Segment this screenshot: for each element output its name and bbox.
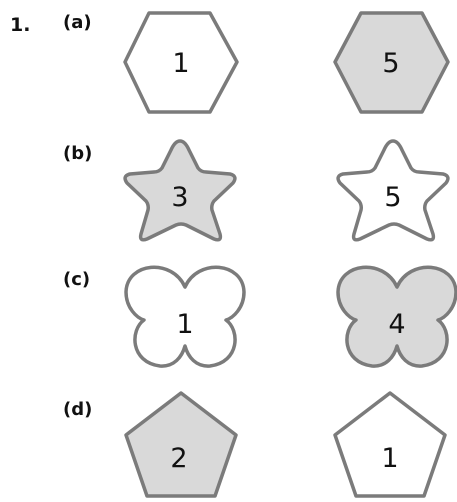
part-label-b: (b) <box>63 143 93 164</box>
shape-number: 1 <box>176 309 193 340</box>
part-label-d: (d) <box>63 399 93 420</box>
star-shape <box>336 139 450 242</box>
part-d-right-shape: 1 <box>333 391 447 498</box>
hexagon-shape <box>333 11 450 114</box>
shape-number: 4 <box>388 309 405 340</box>
star-shape <box>123 139 237 242</box>
question-number: 1. <box>10 14 31 36</box>
part-c-left-shape: 1 <box>124 265 246 368</box>
part-a-right-shape: 5 <box>333 11 450 114</box>
part-a-left-shape: 1 <box>123 11 239 114</box>
pentagon-shape <box>333 391 447 498</box>
pentagon-shape <box>124 391 238 498</box>
part-d-left-shape: 2 <box>124 391 238 498</box>
butterfly-shape <box>336 265 457 368</box>
shape-number: 1 <box>381 443 398 474</box>
shape-number: 5 <box>382 48 399 79</box>
part-c-right-shape: 4 <box>336 265 457 368</box>
shape-number: 2 <box>170 443 187 474</box>
part-label-c: (c) <box>63 269 91 290</box>
part-b-right-shape: 5 <box>336 139 450 242</box>
hexagon-shape <box>123 11 239 114</box>
shape-number: 1 <box>172 48 189 79</box>
shape-number: 5 <box>384 182 401 213</box>
butterfly-shape <box>124 265 246 368</box>
shape-number: 3 <box>171 182 188 213</box>
part-label-a: (a) <box>63 12 92 33</box>
part-b-left-shape: 3 <box>123 139 237 242</box>
